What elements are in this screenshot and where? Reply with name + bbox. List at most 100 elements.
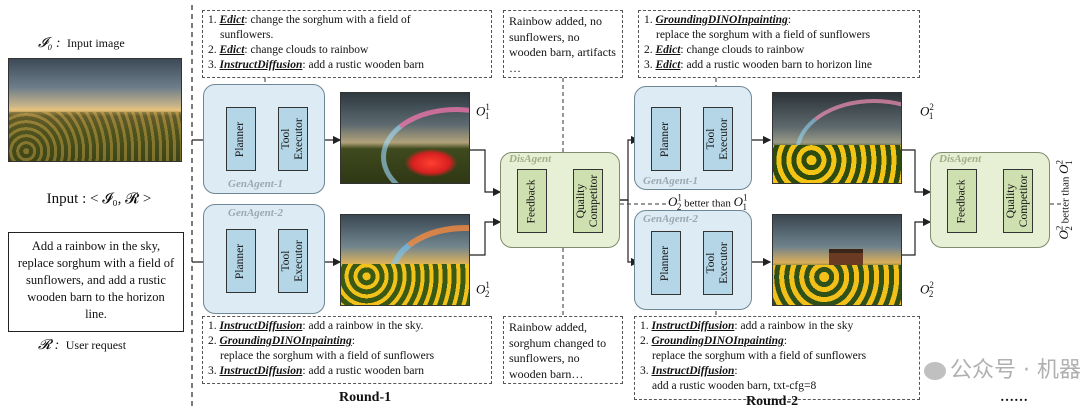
- round2-plan-top: 1. GroundingDINOInpainting:replace the s…: [638, 10, 920, 78]
- sunflower-field: [341, 263, 469, 305]
- plan-step-text: add a rustic wooden barn, txt-cfg=8: [652, 380, 817, 392]
- round1-feedback-bottom: Rainbow added, sorghum changed to sunflo…: [503, 316, 623, 384]
- round2-planner-1: Planner: [651, 107, 681, 171]
- plan-step-number: 2.: [640, 335, 652, 347]
- plan-step-text: sunflowers.: [220, 29, 274, 41]
- plan-step-text: : add a rustic wooden barn: [302, 59, 425, 71]
- round2-disagent: DisAgent Feedback Quality Competitor: [930, 152, 1050, 248]
- round2-tool-executor-1: Tool Executor: [703, 107, 733, 171]
- round1-feedback-module: Feedback: [517, 169, 547, 233]
- plan-step-number: 1.: [208, 14, 220, 26]
- user-request-label: User request: [65, 338, 127, 352]
- plan-step: 1. InstructDiffusion: add a rainbow in t…: [208, 319, 486, 334]
- plan-step: 2. GroundingDINOInpainting:: [640, 334, 914, 349]
- round1-disagent: DisAgent Feedback Quality Competitor: [500, 152, 620, 248]
- round1-output-2-image: [340, 214, 470, 306]
- plan-step-tool: InstructDiffusion: [219, 365, 303, 377]
- plan-step: replace the sorghum with a field of sunf…: [644, 28, 914, 43]
- plan-step-number: 2.: [644, 44, 656, 56]
- round2-genagent-2: GenAgent-2 Planner Tool Executor: [634, 210, 752, 310]
- plan-step-number: 2.: [208, 335, 220, 347]
- plan-step-text: : add a rainbow in the sky.: [302, 320, 424, 332]
- round2-feedback-module: Feedback: [947, 169, 977, 233]
- round1-output-2-label: O12: [476, 280, 490, 299]
- round2-output-2-label: O22: [920, 280, 934, 299]
- plan-step-tool: InstructDiffusion: [219, 59, 303, 71]
- plan-step-tool: Edict: [219, 44, 245, 56]
- continuation-ellipsis: ……: [1000, 390, 1028, 405]
- input-image-caption: 𝓘₀ : Input image: [38, 36, 125, 52]
- round1-planner-1: Planner: [226, 107, 256, 171]
- round1-feedback-top: Rainbow added, no sunflowers, no wooden …: [503, 10, 623, 78]
- user-request-caption: 𝓡 : User request: [38, 338, 126, 354]
- plan-step-number: 1.: [644, 14, 656, 26]
- round1-plan-top: 1. Edict: change the sorghum with a fiel…: [202, 10, 492, 78]
- plan-step: replace the sorghum with a field of sunf…: [640, 349, 914, 364]
- plan-step: 2. GroundingDINOInpainting:: [208, 334, 486, 349]
- plan-step: 3. Edict: add a rustic wooden barn to ho…: [644, 58, 914, 73]
- plan-step-text: replace the sorghum with a field of sunf…: [656, 29, 871, 41]
- plan-step-text: : add a rainbow in the sky: [734, 320, 854, 332]
- plan-step-tool: InstructDiffusion: [219, 320, 303, 332]
- round1-planner-2: Planner: [226, 229, 256, 293]
- plan-step-number: 1.: [640, 320, 652, 332]
- round1-label: Round-1: [339, 390, 392, 405]
- round1-verdict: O12 better than O11: [668, 193, 748, 212]
- sunflower-field: [773, 145, 901, 183]
- round2-quality-competitor: Quality Competitor: [1003, 169, 1033, 233]
- round2-output-2-image: [772, 214, 902, 306]
- plan-step-text: :: [783, 335, 788, 347]
- round1-disagent-label: DisAgent: [509, 153, 552, 165]
- plan-step-tool: GroundingDINOInpainting: [219, 335, 352, 347]
- plan-step-tool: InstructDiffusion: [651, 365, 735, 377]
- plan-step: sunflowers.: [208, 28, 486, 43]
- plan-step-tool: InstructDiffusion: [651, 320, 735, 332]
- round1-genagent-1-label: GenAgent-1: [228, 178, 283, 190]
- plan-step-text: replace the sorghum with a field of sunf…: [652, 350, 867, 362]
- round2-genagent-1: Planner Tool Executor GenAgent-1: [634, 86, 752, 190]
- round1-output-1-label: O11: [476, 102, 490, 121]
- plan-step-number: 2.: [208, 44, 220, 56]
- plan-step: 3. InstructDiffusion:: [640, 364, 914, 379]
- plan-step: 1. GroundingDINOInpainting:: [644, 13, 914, 28]
- user-request-box: Add a rainbow in the sky, replace sorghu…: [8, 232, 184, 332]
- round1-genagent-2: GenAgent-2 Planner Tool Executor: [203, 204, 325, 314]
- round1-verdict-text: better than: [684, 197, 731, 210]
- plan-step-tool: Edict: [219, 14, 245, 26]
- plan-step: 2. Edict: change clouds to rainbow: [644, 43, 914, 58]
- round2-planner-2: Planner: [651, 231, 681, 295]
- round2-disagent-label: DisAgent: [939, 153, 982, 165]
- round1-quality-competitor: Quality Competitor: [573, 169, 603, 233]
- plan-step-number: 3.: [208, 59, 220, 71]
- plan-step: 1. Edict: change the sorghum with a fiel…: [208, 13, 486, 28]
- plan-step-tool: GroundingDINOInpainting: [651, 335, 784, 347]
- rainbow-arc: [795, 99, 901, 183]
- user-request-symbol: 𝓡 :: [38, 338, 60, 353]
- round2-output-1-image: [772, 92, 902, 184]
- round2-verdict-text: better than: [1059, 176, 1072, 224]
- plan-step: 3. InstructDiffusion: add a rustic woode…: [208, 58, 486, 73]
- round1-tool-executor-2: Tool Executor: [278, 229, 308, 293]
- plan-step: replace the sorghum with a field of sunf…: [208, 349, 486, 364]
- plan-step-tool: GroundingDINOInpainting: [655, 14, 788, 26]
- plan-step-text: : add a rustic wooden barn to horizon li…: [680, 59, 873, 71]
- input-image: [8, 58, 182, 162]
- input-image-symbol: 𝓘₀ :: [38, 36, 61, 51]
- plan-step-text: :: [787, 14, 792, 26]
- plan-step-text: : change clouds to rainbow: [680, 44, 805, 56]
- plan-step-number: 3.: [640, 365, 652, 377]
- round2-output-1-label: O21: [920, 102, 934, 121]
- round1-plan-bottom: 1. InstructDiffusion: add a rainbow in t…: [202, 316, 492, 384]
- plan-step: 1. InstructDiffusion: add a rainbow in t…: [640, 319, 914, 334]
- round2-genagent-1-label: GenAgent-1: [643, 175, 698, 187]
- watermark: 公众号 · 机器感知: [924, 352, 1080, 384]
- plan-step-number: 3.: [644, 59, 656, 71]
- round1-genagent-2-label: GenAgent-2: [228, 207, 283, 219]
- input-expression: Input : < 𝓘₀, 𝓡 >: [46, 191, 152, 207]
- plan-step: 3. InstructDiffusion: add a rustic woode…: [208, 364, 486, 379]
- round2-label: Round-2: [746, 394, 799, 409]
- round1-tool-executor-1: Tool Executor: [278, 107, 308, 171]
- user-request-text: Add a rainbow in the sky, replace sorghu…: [17, 239, 175, 321]
- plan-step-text: replace the sorghum with a field of sunf…: [220, 350, 435, 362]
- plan-step: add a rustic wooden barn, txt-cfg=8: [640, 379, 914, 394]
